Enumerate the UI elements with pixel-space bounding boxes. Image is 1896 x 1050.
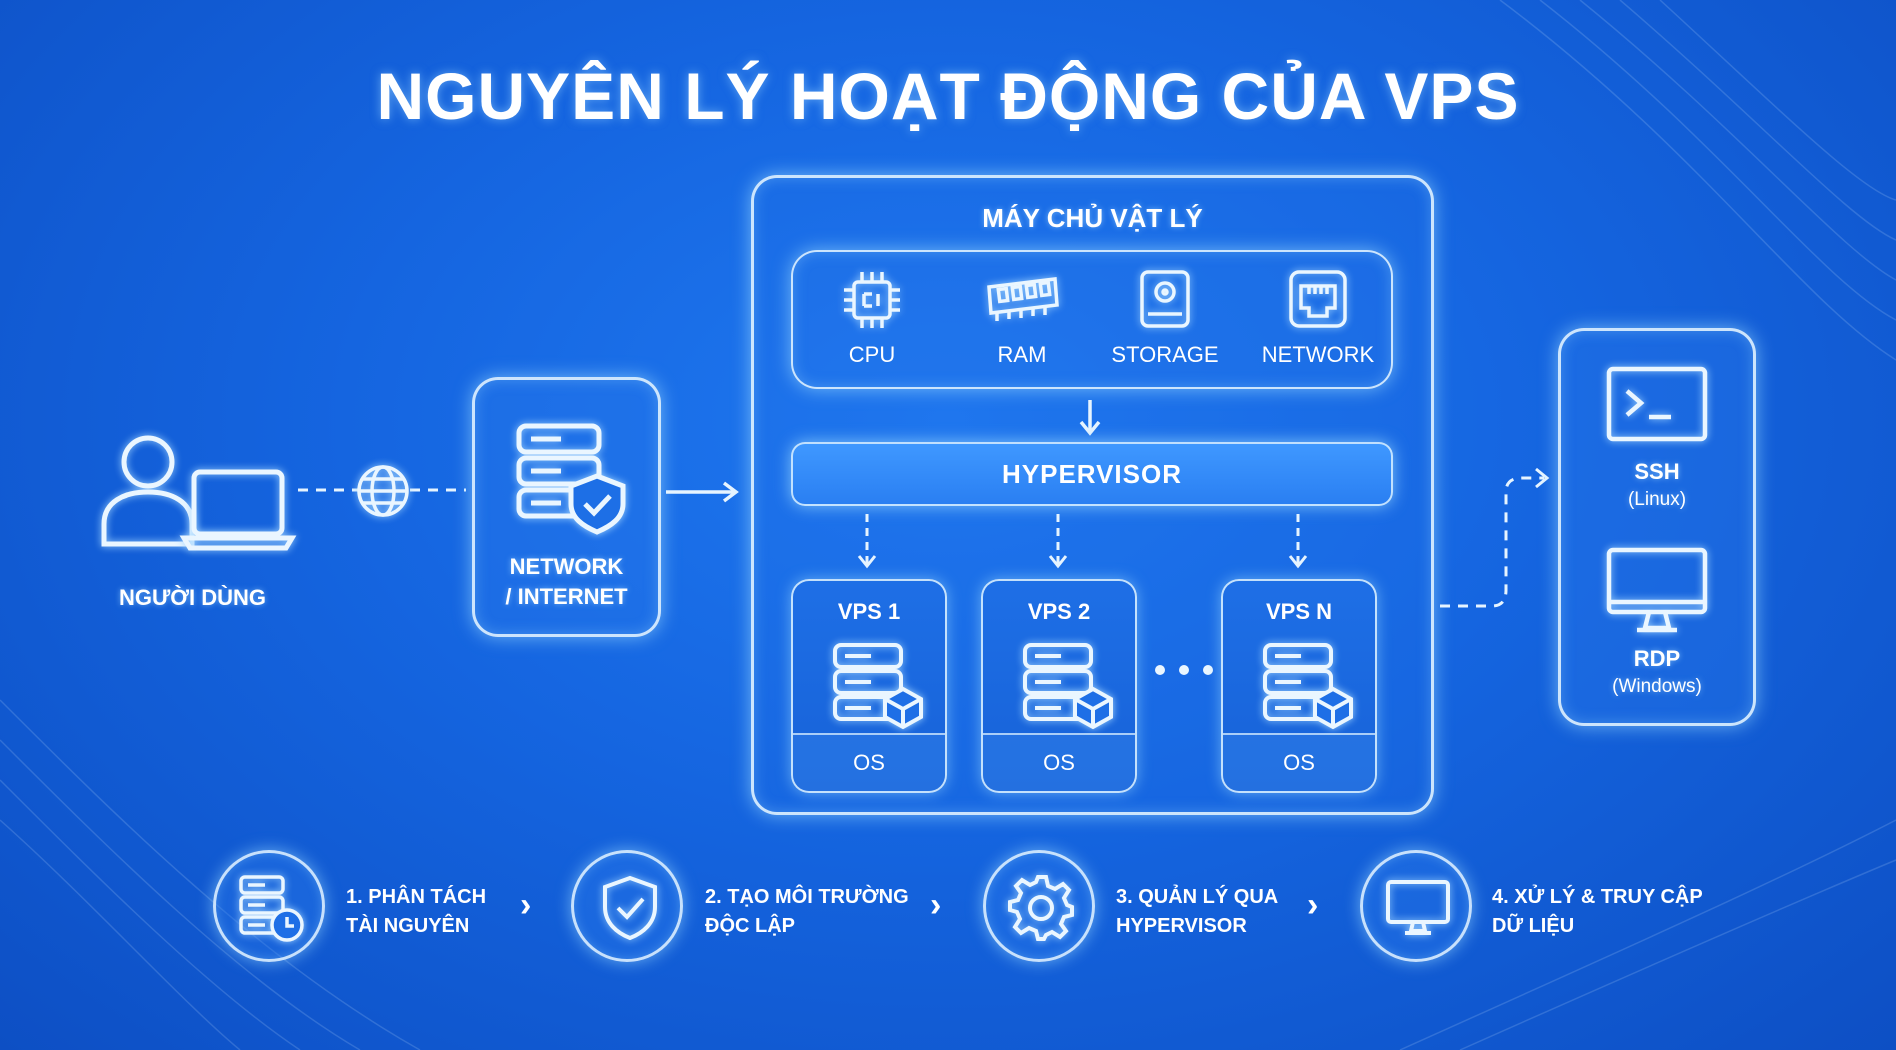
step-icon-circle xyxy=(213,850,325,962)
globe-icon xyxy=(355,463,411,519)
step-icon-circle xyxy=(571,850,683,962)
hypervisor-bar: HYPERVISOR xyxy=(791,442,1393,506)
page-title: NGUYÊN LÝ HOẠT ĐỘNG CỦA VPS xyxy=(376,59,1520,133)
network-internet-box: NETWORK / INTERNET xyxy=(472,377,661,637)
rdp-sub-label: (Windows) xyxy=(1612,676,1702,697)
ram-icon xyxy=(985,275,1059,325)
chevron-right-icon: › xyxy=(520,886,532,924)
resources-to-hypervisor-arrow xyxy=(1079,400,1101,436)
server-shield-icon xyxy=(515,422,633,535)
vps-card: VPS 1 OS xyxy=(791,579,947,793)
step-1-text: 1. PHÂN TÁCH TÀI NGUYÊN xyxy=(346,886,487,937)
laptop-icon xyxy=(179,468,297,552)
user-to-network-line xyxy=(298,488,466,492)
network-internet-label: NETWORK / INTERNET xyxy=(505,554,628,609)
ram-label: RAM xyxy=(997,342,1047,367)
physical-server-title: MÁY CHỦ VẬT LÝ xyxy=(982,203,1203,233)
step-icon-circle xyxy=(983,850,1095,962)
server-cube-icon xyxy=(1261,641,1357,730)
vps-card: VPS 2 OS xyxy=(981,579,1137,793)
storage-icon xyxy=(1138,268,1192,330)
vps-name: VPS 1 xyxy=(837,599,901,624)
rdp-label: RDP xyxy=(1633,646,1681,671)
vps-name: VPS N xyxy=(1265,599,1333,624)
cpu-icon xyxy=(842,270,902,330)
ssh-sub-label: (Linux) xyxy=(1627,489,1687,510)
server-cube-icon xyxy=(1021,641,1117,730)
shield-check-icon xyxy=(601,875,659,941)
storage-label: STORAGE xyxy=(1111,342,1219,367)
gear-icon xyxy=(1007,874,1075,942)
ellipsis-icon xyxy=(1155,665,1213,675)
cpu-label: CPU xyxy=(848,342,896,367)
vps-name: VPS 2 xyxy=(1027,599,1091,624)
network-port-icon xyxy=(1287,268,1349,330)
monitor-icon xyxy=(1385,879,1451,937)
vps-os: OS xyxy=(793,733,945,791)
step-icon-circle xyxy=(1360,850,1472,962)
user-label: NGƯỜI DÙNG xyxy=(118,585,267,610)
user-icon xyxy=(98,432,198,548)
chevron-right-icon: › xyxy=(1307,886,1319,924)
step-4-text: 4. XỬ LÝ & TRUY CẬP DỮ LIỆU xyxy=(1492,886,1703,937)
monitor-icon xyxy=(1605,546,1709,636)
hypervisor-to-vps-arrows xyxy=(857,514,1308,569)
vps-os: OS xyxy=(983,733,1135,791)
network-to-server-arrow xyxy=(666,481,739,503)
ssh-label: SSH xyxy=(1634,459,1680,484)
access-box: SSH (Linux) RDP (Windows) xyxy=(1558,328,1756,726)
server-to-access-arrow xyxy=(1440,467,1550,608)
vps-os: OS xyxy=(1223,733,1375,791)
network-resource-label: NETWORK xyxy=(1261,342,1375,367)
vps-card: VPS N OS xyxy=(1221,579,1377,793)
chevron-right-icon: › xyxy=(930,886,942,924)
terminal-icon xyxy=(1605,365,1709,443)
step-3-text: 3. QUẢN LÝ QUA HYPERVISOR xyxy=(1116,886,1279,937)
step-2-text: 2. TẠO MÔI TRƯỜNG ĐỘC LẬP xyxy=(705,886,909,937)
server-clock-icon xyxy=(239,875,305,942)
server-cube-icon xyxy=(831,641,927,730)
